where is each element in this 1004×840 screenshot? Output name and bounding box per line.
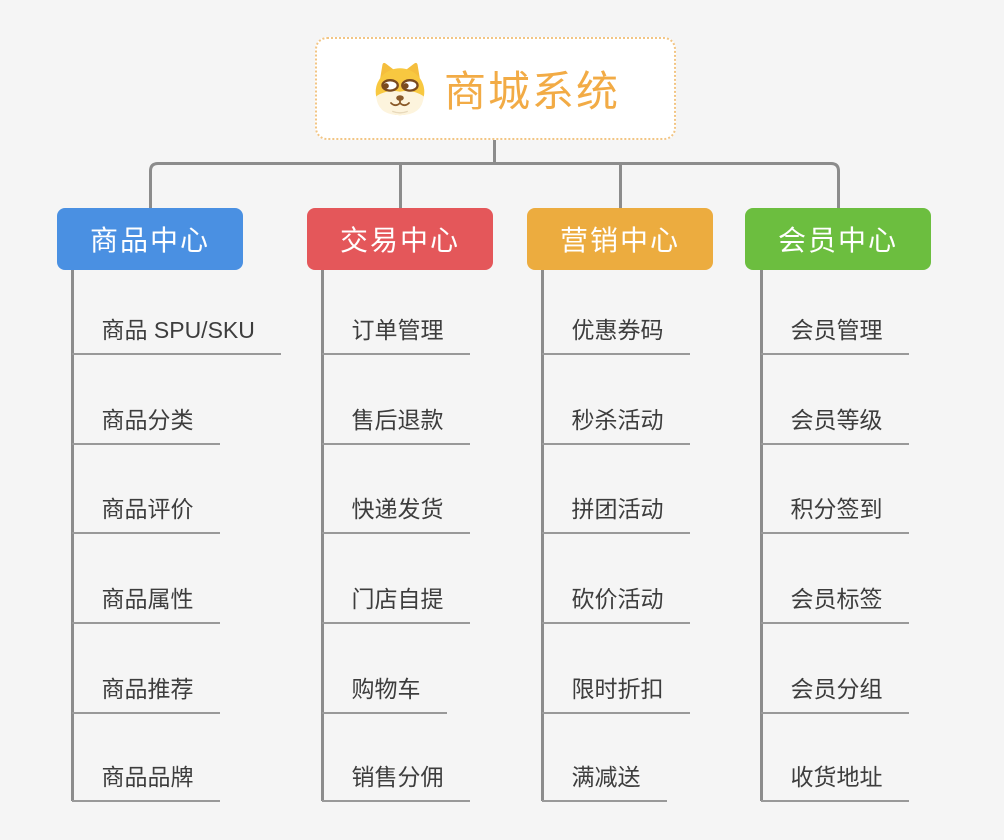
leaf-node[interactable]: 购物车 [321, 672, 447, 714]
leaf-node[interactable]: 拼团活动 [541, 492, 690, 534]
leaf-node[interactable]: 订单管理 [321, 313, 470, 355]
leaf-node[interactable]: 售后退款 [321, 403, 470, 445]
leaf-node[interactable]: 会员标签 [760, 582, 909, 624]
leaf-node[interactable]: 销售分佣 [321, 760, 470, 802]
leaf-node[interactable]: 商品推荐 [71, 672, 220, 714]
branch-header-product-center[interactable]: 商品中心 [57, 208, 243, 270]
leaf-node[interactable]: 秒杀活动 [541, 403, 690, 445]
leaf-node[interactable]: 会员分组 [760, 672, 909, 714]
branch-label: 营销中心 [559, 225, 680, 256]
leaf-node[interactable]: 积分签到 [760, 492, 909, 534]
dog-face-icon [371, 62, 429, 116]
leaf-node[interactable]: 商品 SPU/SKU [71, 313, 281, 355]
leaf-node[interactable]: 商品属性 [71, 582, 220, 624]
leaf-node[interactable]: 商品评价 [71, 492, 220, 534]
branch-header-trade-center[interactable]: 交易中心 [307, 208, 493, 270]
leaf-node[interactable]: 会员管理 [760, 313, 909, 355]
leaf-node[interactable]: 满减送 [541, 760, 667, 802]
root-title: 商城系统 [443, 68, 620, 115]
leaf-node[interactable]: 会员等级 [760, 403, 909, 445]
leaf-node[interactable]: 商品分类 [71, 403, 220, 445]
branch-label: 商品中心 [89, 225, 210, 256]
branch-header-member-center[interactable]: 会员中心 [745, 208, 931, 270]
leaf-node[interactable]: 快递发货 [321, 492, 470, 534]
leaf-node[interactable]: 门店自提 [321, 582, 470, 624]
leaf-node[interactable]: 商品品牌 [71, 760, 220, 802]
branch-label: 交易中心 [339, 225, 460, 256]
leaf-node[interactable]: 砍价活动 [541, 582, 690, 624]
branch-header-marketing-center[interactable]: 营销中心 [527, 208, 713, 270]
branch-label: 会员中心 [777, 225, 898, 256]
leaf-node[interactable]: 优惠券码 [541, 313, 690, 355]
leaf-node[interactable]: 限时折扣 [541, 672, 690, 714]
root-node[interactable]: 商城系统 [315, 37, 676, 140]
leaf-node[interactable]: 收货地址 [760, 760, 909, 802]
